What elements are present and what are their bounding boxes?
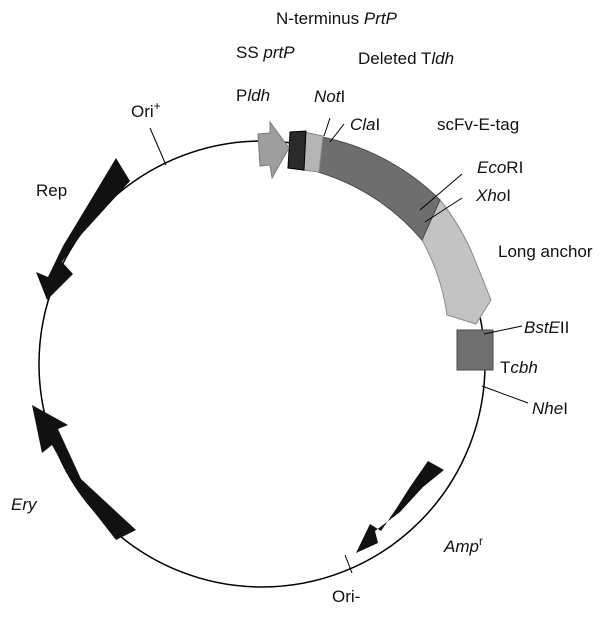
clai-leader (329, 123, 345, 143)
ecori-label: EcoRI (477, 158, 523, 177)
scfv-e-tag-label: scFv-E-tag (437, 115, 519, 134)
ery-arrow (32, 405, 136, 540)
clai-label: ClaI (350, 115, 380, 134)
pldh-promoter-arrow (257, 120, 290, 180)
n-terminus-prtp-label: N-terminus PrtP (276, 9, 398, 28)
scfv-segment (317, 136, 441, 241)
ampr-label: Ampr (443, 534, 483, 556)
nhei-leader (481, 385, 529, 404)
xhoi-label: XhoI (475, 186, 511, 205)
ori-plus-label: Ori+ (131, 99, 161, 121)
signal-sequence-box (287, 130, 307, 171)
rep-label: Rep (36, 181, 67, 200)
noti-leader (323, 117, 331, 137)
long-anchor-label: Long anchor (498, 242, 593, 261)
deleted-tldh-label: Deleted Tldh (358, 49, 454, 68)
tcbh-label: Tcbh (500, 358, 538, 377)
pldh-label: Pldh (236, 86, 270, 105)
bsteii-label: BstEII (524, 318, 569, 337)
ecori-leader (419, 173, 463, 211)
ampr-arrow (356, 461, 444, 553)
xhoi-leader (424, 197, 463, 223)
long-anchor-segment (421, 199, 492, 325)
noti-label: NotI (314, 87, 345, 106)
tcbh-terminator-box (456, 329, 494, 371)
ery-label: Ery (11, 495, 38, 514)
ori-minus-tick (344, 554, 353, 574)
bsteii-leader (483, 325, 523, 335)
ori-minus-label: Ori- (332, 587, 360, 606)
ori-plus-tick (149, 127, 167, 166)
ss-prtp-label: SS prtP (236, 43, 295, 62)
rep-arrow (36, 158, 130, 300)
nhei-label: NheI (532, 399, 568, 418)
